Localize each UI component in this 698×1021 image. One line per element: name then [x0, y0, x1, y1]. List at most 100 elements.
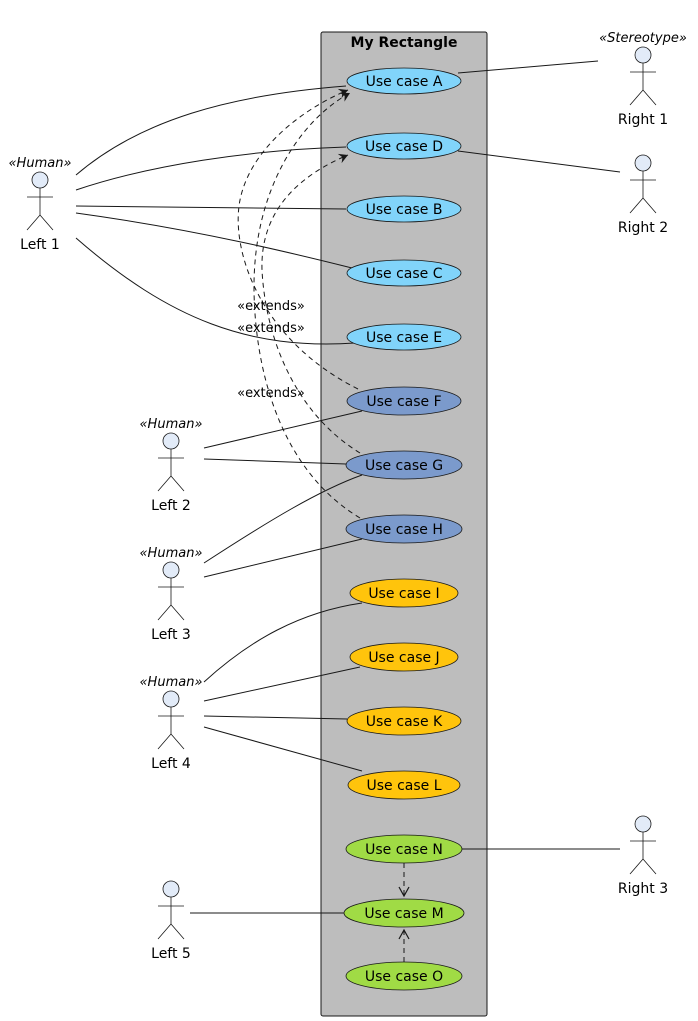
use-case-ellipse	[346, 132, 462, 160]
actor-body	[157, 897, 185, 940]
use-case-label: Use case F	[366, 394, 441, 410]
actor-body	[157, 578, 185, 621]
actor-body	[157, 449, 185, 492]
use-case-k[interactable]: Use case K	[346, 706, 462, 736]
actor-head	[634, 46, 652, 64]
use-case-ellipse	[347, 770, 461, 800]
association-r1-a	[457, 60, 599, 74]
actor-body	[26, 188, 54, 231]
use-case-label: Use case A	[366, 74, 443, 90]
association-r2-d	[457, 150, 621, 173]
actor-head	[162, 561, 180, 579]
actor-stereotype: «Stereotype»	[599, 31, 687, 46]
use-case-c[interactable]: Use case C	[346, 259, 462, 287]
actor-r1[interactable]: Right 1 «Stereotype»	[599, 31, 687, 128]
use-case-ellipse	[345, 450, 463, 480]
use-case-ellipse	[345, 834, 463, 864]
extend-h-a	[253, 92, 361, 519]
use-case-ellipse	[346, 259, 462, 287]
actor-head	[634, 815, 652, 833]
use-case-label: Use case B	[366, 202, 443, 218]
association-l4-j	[203, 666, 361, 702]
use-case-label: Use case O	[365, 969, 443, 985]
use-case-g[interactable]: Use case G	[345, 450, 463, 480]
actor-l2[interactable]: Left 2 «Human»	[140, 417, 203, 514]
use-case-label: Use case C	[365, 266, 442, 282]
use-case-ellipse	[346, 195, 462, 223]
actor-l4[interactable]: Left 4 «Human»	[140, 675, 203, 772]
use-case-label: Use case J	[368, 650, 439, 666]
association-l4-i	[203, 602, 363, 683]
use-case-i[interactable]: Use case I	[349, 578, 459, 608]
use-case-b[interactable]: Use case B	[346, 195, 462, 223]
association-lines	[75, 60, 621, 914]
system-boundary-title: My Rectangle	[351, 35, 458, 51]
use-case-h[interactable]: Use case H	[345, 514, 463, 544]
actor-label: Left 3	[151, 627, 191, 643]
actor-body	[157, 707, 185, 750]
use-case-j[interactable]: Use case J	[349, 642, 459, 672]
association-l4-l	[203, 726, 363, 772]
extend-label: «extends»	[237, 386, 305, 401]
use-case-label: Use case I	[368, 586, 439, 602]
association-l2-g	[203, 458, 347, 465]
use-case-label: Use case H	[365, 522, 443, 538]
actor-stereotype: «Human»	[140, 417, 203, 432]
use-case-n[interactable]: Use case N	[345, 834, 463, 864]
use-case-label: Use case K	[366, 714, 443, 730]
actor-l3[interactable]: Left 3 «Human»	[140, 546, 203, 643]
use-case-e[interactable]: Use case E	[346, 323, 462, 351]
actor-label: Left 2	[151, 498, 191, 514]
actor-head	[634, 154, 652, 172]
actor-r3[interactable]: Right 3	[618, 815, 668, 897]
use-case-f[interactable]: Use case F	[346, 386, 462, 416]
use-case-d[interactable]: Use case D	[346, 132, 462, 160]
use-case-label: Use case M	[364, 906, 443, 922]
association-l1-c	[75, 212, 353, 269]
actor-head	[162, 690, 180, 708]
use-case-ellipse	[346, 323, 462, 351]
actor-label: Left 5	[151, 946, 191, 962]
actor-r2[interactable]: Right 2	[618, 154, 668, 236]
association-l4-k	[203, 715, 348, 720]
use-case-ellipse	[343, 898, 465, 928]
actor-body	[629, 63, 657, 106]
actor-l1[interactable]: Left 1 «Human»	[9, 156, 72, 253]
actor-label: Right 3	[618, 881, 668, 897]
actor-l5[interactable]: Left 5	[151, 880, 191, 962]
association-l1-a	[75, 85, 347, 176]
extend-label: «extends»	[237, 299, 305, 314]
extend-f-a	[237, 88, 359, 390]
extend-relations: «extends» «extends» «extends»	[237, 88, 410, 962]
use-case-ellipse	[345, 514, 463, 544]
actor-body	[629, 832, 657, 875]
use-case-o[interactable]: Use case O	[345, 961, 463, 991]
actor-label: Left 1	[20, 237, 60, 253]
use-case-label: Use case N	[365, 842, 443, 858]
association-l3-g	[203, 474, 363, 564]
use-cases: Use case A Use case D Use case B Use case C…	[343, 67, 465, 991]
actor-label: Left 4	[151, 756, 191, 772]
use-case-ellipse	[346, 386, 462, 416]
use-case-label: Use case D	[365, 139, 443, 155]
actor-stereotype: «Human»	[140, 675, 203, 690]
actors: Left 1«Human»Left 2«Human»Left 3«Human»L…	[9, 31, 687, 962]
actor-stereotype: «Human»	[140, 546, 203, 561]
use-case-a[interactable]: Use case A	[346, 67, 462, 95]
use-case-ellipse	[346, 706, 462, 736]
use-case-ellipse	[345, 961, 463, 991]
use-case-m[interactable]: Use case M	[343, 898, 465, 928]
association-l1-e	[75, 237, 356, 345]
extend-label: «extends»	[237, 321, 305, 336]
actor-label: Right 1	[618, 112, 668, 128]
actor-stereotype: «Human»	[9, 156, 72, 171]
use-case-label: Use case L	[366, 778, 441, 794]
use-case-ellipse	[349, 642, 459, 672]
actor-head	[162, 432, 180, 450]
extend-g-d	[261, 153, 361, 454]
actor-label: Right 2	[618, 220, 668, 236]
actor-head	[162, 880, 180, 898]
use-case-l[interactable]: Use case L	[347, 770, 461, 800]
use-case-label: Use case G	[365, 458, 443, 474]
actor-body	[629, 171, 657, 214]
